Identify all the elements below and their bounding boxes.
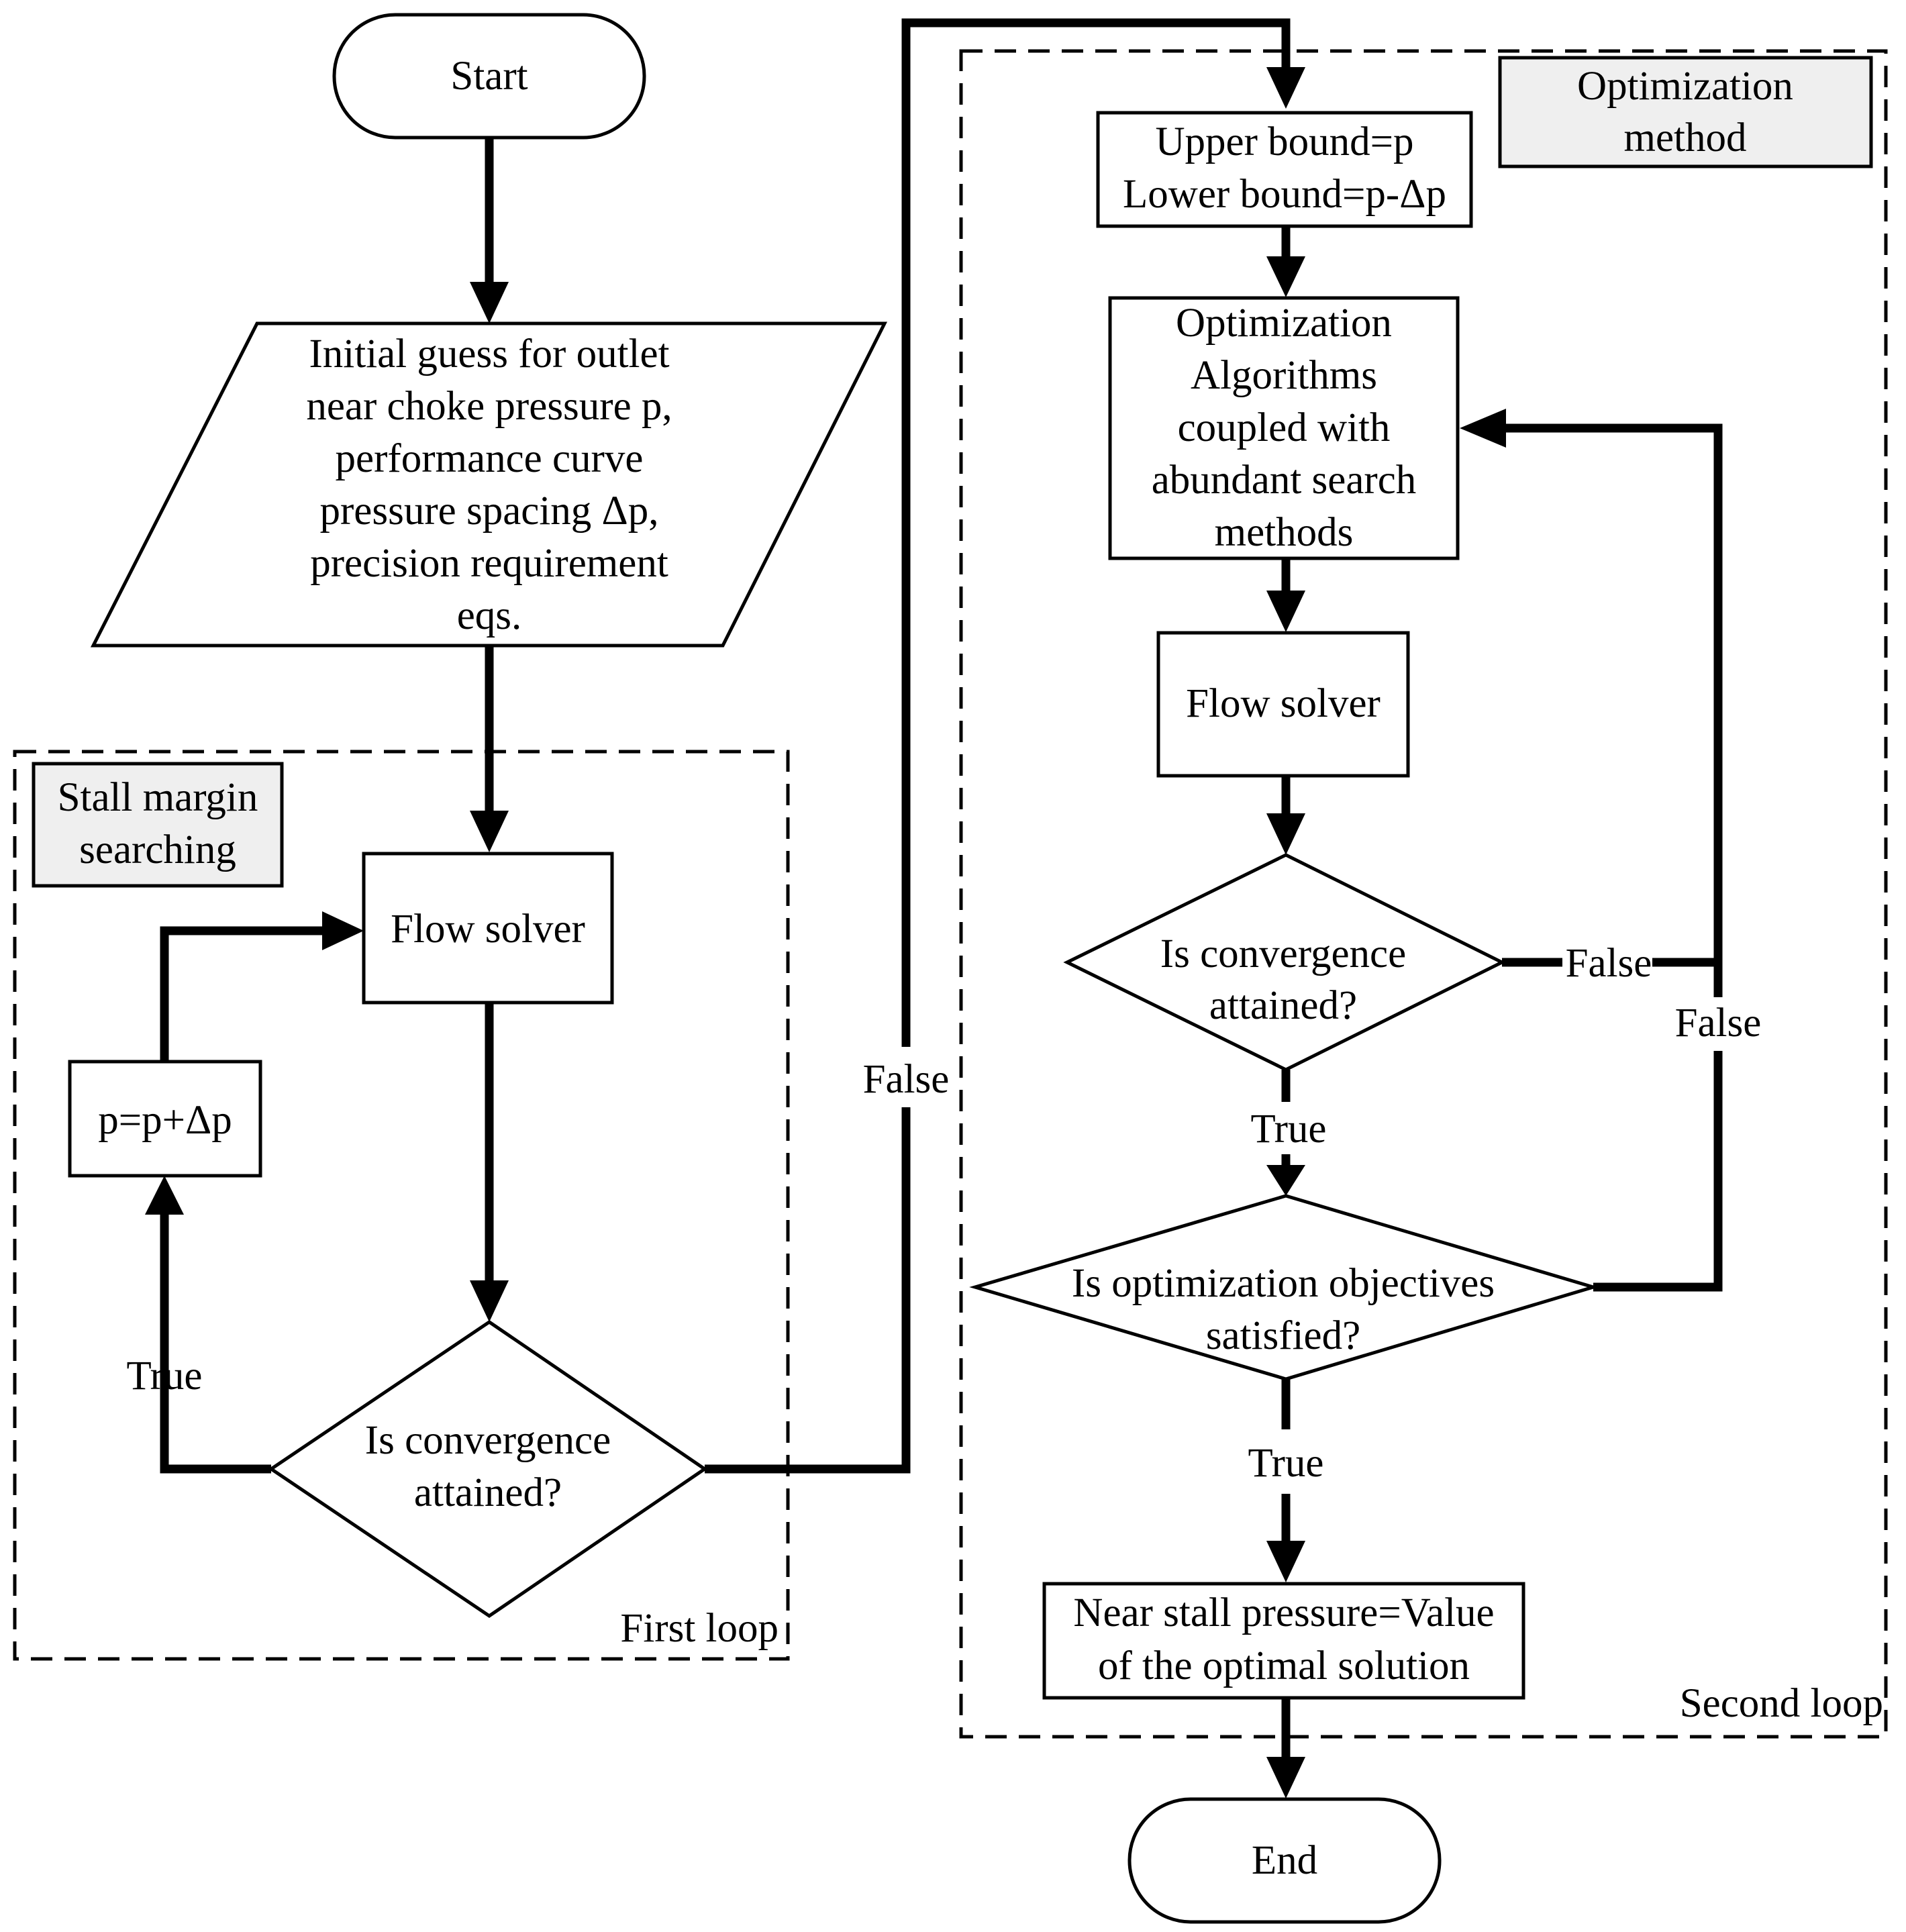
node-text: Is optimization objectives <box>1072 1261 1495 1306</box>
optimization-method-tag-line: Optimization <box>1577 64 1793 109</box>
node-text: Flow solver <box>391 907 585 952</box>
result-box <box>1042 1582 1525 1700</box>
label-false: False <box>1675 1001 1762 1046</box>
label-mask <box>1668 1000 1768 1048</box>
second-loop-border <box>959 49 1888 1739</box>
decision-diamond <box>268 1319 708 1619</box>
region-second-loop: Optimization method Second loop <box>959 49 1888 1739</box>
optimizer-box <box>1108 296 1460 560</box>
label-true: True <box>1250 1107 1326 1152</box>
start-terminal <box>332 13 646 140</box>
node-text: of the optimal solution <box>1098 1643 1470 1688</box>
region-first-loop: Stall margin searching First loop <box>13 750 790 1661</box>
node-text: Algorithms <box>1191 353 1377 398</box>
arrowhead <box>322 911 364 950</box>
node-text: eqs. <box>457 593 522 638</box>
label-true: True <box>1248 1441 1323 1486</box>
node-end: End <box>1127 1797 1442 1924</box>
label-false: False <box>863 1057 950 1102</box>
decision-diamond <box>1063 853 1506 1072</box>
node-text: Optimization <box>1176 301 1392 346</box>
arrowhead <box>1266 67 1305 109</box>
bounds-box <box>1096 111 1473 228</box>
node-bounds: Upper bound=p Lower bound=p-Δp <box>1096 111 1473 228</box>
node-text: p=p+Δp <box>98 1098 232 1143</box>
first-loop-border <box>13 750 790 1661</box>
arrowhead <box>470 282 509 323</box>
node-text: attained? <box>414 1470 562 1515</box>
node-result: Near stall pressure=Value of the optimal… <box>1042 1582 1525 1700</box>
node-text: satisfied? <box>1206 1313 1360 1358</box>
node-optimizer: Optimization Algorithms coupled with abu… <box>1108 296 1460 560</box>
connectors <box>145 18 1723 1798</box>
node-text: Upper bound=p <box>1155 119 1413 164</box>
node-start: Start <box>332 13 646 140</box>
arrowhead <box>1266 1757 1305 1798</box>
arrowhead <box>470 811 509 852</box>
edge-true-to-increment <box>160 1215 271 1474</box>
stall-margin-tag-line: Stall margin <box>58 775 258 820</box>
arrowhead <box>1266 1541 1305 1582</box>
edge-false-to-bounds <box>705 18 1291 1474</box>
flow-solver-box <box>362 852 614 1005</box>
arrowhead <box>470 1280 509 1322</box>
input-parallelogram <box>90 321 888 648</box>
node-text: precision requirement <box>310 541 668 586</box>
arrowhead <box>145 1176 184 1215</box>
edge-labels: True False False True False True <box>126 941 1768 1486</box>
node-text: Start <box>450 54 528 99</box>
node-text: Lower bound=p-Δp <box>1123 172 1446 217</box>
node-flow-solver-2: Flow solver <box>1156 631 1410 778</box>
node-text: performance curve <box>336 436 644 481</box>
stall-margin-tag <box>32 762 284 888</box>
node-convergence-2: Is convergence attained? <box>1063 853 1506 1072</box>
node-flow-solver-1: Flow solver <box>362 852 614 1005</box>
node-text: Flow solver <box>1186 681 1381 726</box>
second-loop-caption: Second loop <box>1680 1681 1883 1726</box>
node-text: Is convergence <box>1160 931 1406 976</box>
stall-margin-tag-line: searching <box>79 827 236 872</box>
node-text: near choke pressure p, <box>306 384 672 429</box>
edge-objectives-false <box>1593 1051 1723 1292</box>
edge-objectives-false-return <box>1503 423 1723 997</box>
arrowhead <box>1266 256 1305 297</box>
edge-increment-to-solver <box>160 926 325 1062</box>
node-text: Near stall pressure=Value <box>1073 1590 1494 1635</box>
node-text: End <box>1252 1838 1317 1883</box>
label-true: True <box>126 1354 202 1399</box>
end-terminal <box>1127 1797 1442 1924</box>
arrowhead <box>1266 813 1305 855</box>
label-mask <box>856 1047 957 1107</box>
arrowhead <box>1460 409 1506 448</box>
node-text: attained? <box>1209 983 1357 1028</box>
optimization-method-tag <box>1498 56 1873 168</box>
node-text: abundant search <box>1152 458 1417 503</box>
node-text: methods <box>1215 510 1354 555</box>
node-text: Initial guess for outlet <box>309 332 669 376</box>
node-text: Is convergence <box>365 1418 611 1463</box>
node-text: coupled with <box>1178 405 1391 450</box>
node-objectives: Is optimization objectives satisfied? <box>969 1194 1599 1381</box>
arrowhead <box>1266 1165 1305 1196</box>
arrowhead <box>1266 591 1305 632</box>
node-initial-guess: Initial guess for outlet near choke pres… <box>90 321 888 648</box>
increment-box <box>68 1060 262 1178</box>
label-false: False <box>1566 941 1652 986</box>
flow-solver-box <box>1156 631 1410 778</box>
first-loop-caption: First loop <box>620 1606 779 1651</box>
optimization-method-tag-line: method <box>1624 115 1747 160</box>
node-text: pressure spacing Δp, <box>319 489 658 533</box>
node-increment: p=p+Δp <box>68 1060 262 1178</box>
decision-diamond <box>969 1194 1599 1381</box>
node-convergence-1: Is convergence attained? <box>268 1319 708 1619</box>
